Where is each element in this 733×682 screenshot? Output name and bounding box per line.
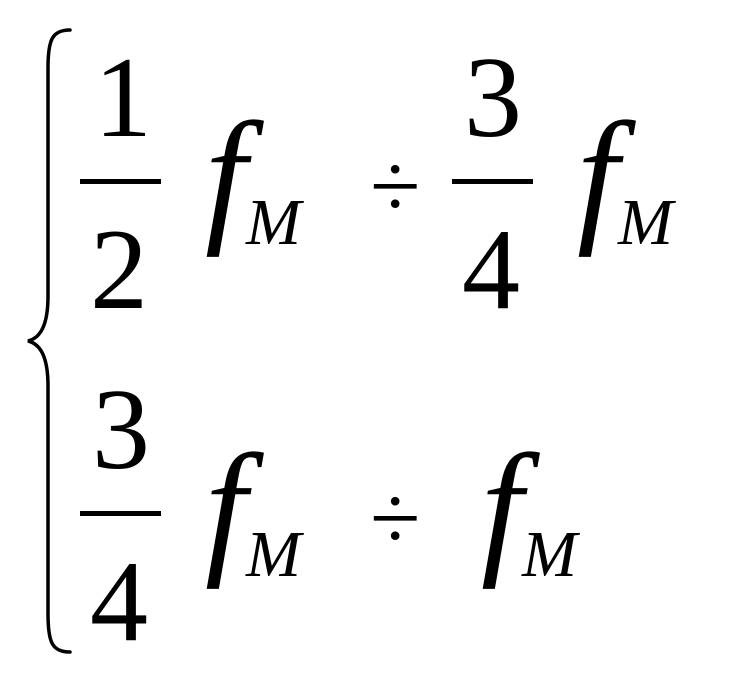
row-1-left-symbol: f bbox=[205, 92, 247, 258]
row-1-left-subscript: M bbox=[246, 186, 301, 259]
row-2-operator: ÷ bbox=[370, 467, 421, 569]
row-2-left-subscript: M bbox=[246, 518, 301, 591]
row-1-right-denominator: 4 bbox=[462, 206, 520, 334]
row-2-left-numerator: 3 bbox=[92, 366, 150, 494]
row-1-right-symbol: f bbox=[577, 92, 619, 258]
row-2-right-subscript: M bbox=[522, 518, 577, 591]
row-1-left-fraction-bar bbox=[80, 179, 161, 184]
row-1-right-fraction-bar bbox=[452, 179, 533, 184]
row-2-left-symbol: f bbox=[205, 424, 247, 590]
row-1-left-numerator: 1 bbox=[94, 34, 152, 162]
row-1-operator: ÷ bbox=[370, 135, 421, 237]
row-2-right-symbol: f bbox=[481, 424, 523, 590]
left-curly-brace bbox=[27, 28, 72, 654]
row-1-right-numerator: 3 bbox=[464, 34, 522, 162]
row-2-left-denominator: 4 bbox=[90, 538, 148, 666]
row-1-left-denominator: 2 bbox=[90, 206, 148, 334]
row-1-right-subscript: M bbox=[618, 186, 673, 259]
row-2-left-fraction-bar bbox=[80, 511, 161, 516]
